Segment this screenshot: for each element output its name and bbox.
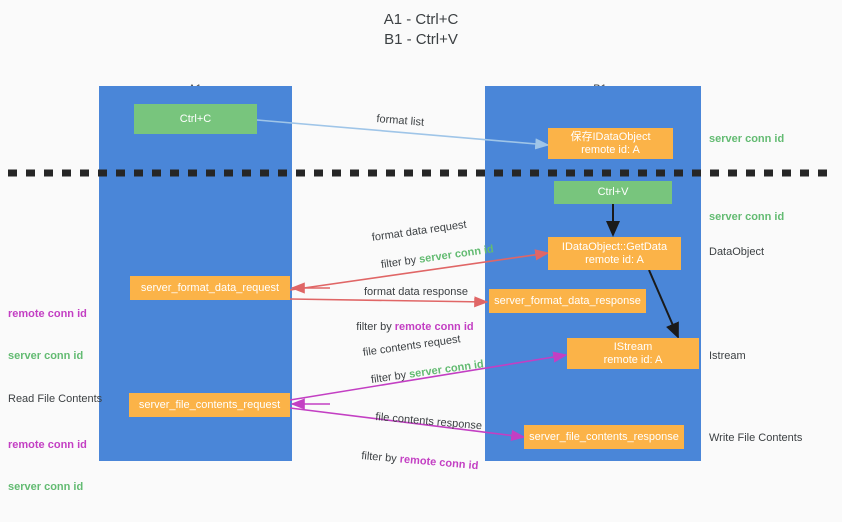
label-read-file-contents: Read File Contents	[8, 393, 103, 405]
label-format-list: format list	[375, 112, 425, 129]
box-ctrl-c[interactable]: Ctrl+C	[134, 104, 257, 134]
label-filter-value-2: remote conn id	[394, 321, 474, 333]
box-ctrl-v[interactable]: Ctrl+V	[554, 181, 672, 204]
box-idataobject-getdata[interactable]: IDataObject::GetData remote id: A	[548, 237, 681, 270]
label-group-file-conn: remote conn id server conn id	[8, 410, 87, 522]
label-format-server-conn-id: server conn id	[8, 350, 84, 362]
label-filter-prefix-3: filter by	[370, 368, 411, 387]
label-file-server-conn-id: server conn id	[8, 481, 84, 493]
label-write-file-contents: Write File Contents	[709, 432, 803, 444]
diagram-canvas: A1 - Ctrl+C B1 - Ctrl+V A1 remote B1 con…	[8, 11, 834, 493]
box-idataobject[interactable]: 保存IDataObject remote id: A	[548, 128, 673, 159]
label-server-conn-id-second: server conn id	[709, 211, 785, 223]
label-format-data-response-filter: filter by remote conn id	[344, 306, 474, 348]
label-filter-prefix-2: filter by	[356, 321, 395, 333]
box-server-format-data-request[interactable]: server_format_data_request	[130, 276, 290, 300]
label-format-remote-conn-id: remote conn id	[8, 308, 87, 320]
label-dataobject: DataObject	[709, 246, 765, 258]
label-filter-value-4: remote conn id	[399, 453, 479, 473]
box-server-file-contents-request[interactable]: server_file_contents_request	[129, 393, 290, 417]
box-server-format-data-response[interactable]: server_format_data_response	[489, 289, 646, 313]
label-filter-prefix-1: filter by	[380, 253, 421, 272]
label-filter-value-3: server conn id	[408, 358, 485, 381]
label-server-conn-id-top: server conn id	[709, 133, 785, 145]
box-server-file-contents-response[interactable]: server_file_contents_response	[524, 425, 684, 449]
label-filter-prefix-4: filter by	[360, 450, 401, 466]
arrow-format-data-response-right	[289, 296, 489, 308]
page-title: A1 - Ctrl+C B1 - Ctrl+V	[383, 11, 459, 48]
label-file-contents-response: file contents response	[374, 410, 483, 433]
label-file-contents-response-filter: filter by remote conn id	[347, 434, 480, 487]
box-istream[interactable]: IStream remote id: A	[567, 338, 699, 369]
label-group-format-conn: remote conn id server conn id	[8, 279, 87, 391]
label-format-data-response: format data response	[364, 286, 468, 298]
label-filter-value-1: server conn id	[418, 243, 495, 266]
label-file-remote-conn-id: remote conn id	[8, 439, 87, 451]
label-istream: Istream	[709, 350, 746, 362]
